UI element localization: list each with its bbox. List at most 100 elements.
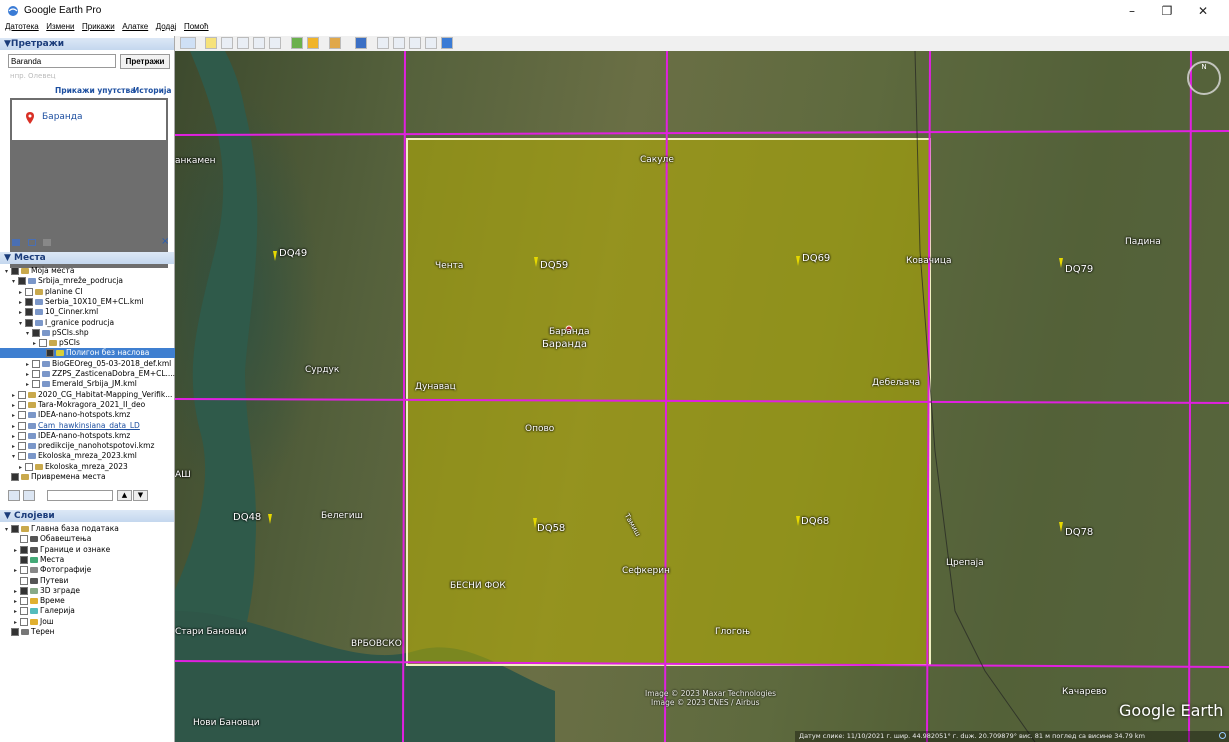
collapsed-arrow-icon[interactable]: ▸ (12, 401, 16, 409)
places-item[interactable]: ▾Ekoloska_mreza_2023.kml (0, 451, 186, 461)
checkbox[interactable] (25, 318, 33, 327)
checkbox[interactable] (18, 400, 26, 409)
layers-item[interactable]: Терен (0, 627, 179, 637)
places-item[interactable]: ▸ZZPS_ZasticenaDobra_EM+CL.... (0, 369, 200, 379)
layers-item[interactable]: ▾Главна база података (0, 524, 179, 534)
places-item[interactable]: ▸Ekoloska_mreza_2023 (0, 462, 193, 472)
checkbox[interactable] (20, 566, 28, 575)
layers-item[interactable]: ▸Још (0, 617, 188, 627)
collapsed-arrow-icon[interactable]: ▸ (26, 371, 30, 378)
places-header[interactable]: ▼ Места (0, 252, 174, 264)
pushpin-icon[interactable] (795, 256, 801, 266)
pushpin-icon[interactable] (267, 514, 273, 524)
menu-add[interactable]: Додај (155, 22, 177, 31)
close-button[interactable]: ✕ (1197, 4, 1209, 18)
expanded-arrow-icon[interactable]: ▾ (12, 278, 16, 286)
checkbox[interactable] (18, 452, 26, 461)
places-item[interactable]: ▸planine CI (0, 287, 193, 297)
search-places-icon[interactable] (8, 490, 20, 501)
print-icon[interactable] (43, 239, 51, 246)
search-button[interactable]: Претражи (120, 54, 170, 69)
map-view[interactable]: N DQ49 DQ59 DQ69 DQ79 DQ48 DQ58 DQ68 DQ7… (175, 51, 1229, 742)
collapsed-arrow-icon[interactable]: ▸ (26, 360, 30, 368)
collapsed-arrow-icon[interactable]: ▸ (12, 432, 16, 440)
places-item[interactable]: ▸Tara-Mokragora_2021_II_deo (0, 400, 186, 410)
expanded-arrow-icon[interactable]: ▾ (26, 329, 30, 337)
layers-item[interactable]: ▸Фотографије (0, 565, 188, 575)
checkbox[interactable] (39, 339, 47, 348)
places-item[interactable]: ▾I_granice podrucja (0, 318, 193, 328)
places-item[interactable]: ▸predikcije_nanohotspotovi.kmz (0, 441, 186, 451)
move-up-icon[interactable]: ▲ (117, 490, 132, 501)
checkbox[interactable] (46, 349, 54, 358)
checkbox[interactable] (18, 431, 26, 440)
checkbox[interactable] (18, 277, 26, 286)
image-overlay-icon[interactable] (253, 37, 265, 49)
checkbox[interactable] (11, 628, 19, 636)
menu-help[interactable]: Помоћ (183, 22, 209, 31)
history-link[interactable]: Историја (133, 86, 172, 95)
expanded-arrow-icon[interactable]: ▾ (5, 526, 9, 533)
layers-item[interactable]: ▸Време (0, 596, 188, 606)
collapsed-arrow-icon[interactable]: ▸ (12, 443, 16, 451)
pushpin-icon[interactable] (1058, 258, 1064, 268)
collapsed-arrow-icon[interactable]: ▸ (14, 608, 18, 616)
search-result-marker-icon[interactable] (565, 325, 573, 335)
checkbox[interactable] (25, 297, 33, 306)
collapsed-arrow-icon[interactable]: ▸ (14, 567, 18, 575)
view-in-maps-icon[interactable] (425, 37, 437, 49)
checkbox[interactable] (32, 328, 40, 337)
collapsed-arrow-icon[interactable]: ▸ (12, 391, 16, 399)
search-result-item[interactable]: Баранда (12, 100, 166, 140)
placemark-icon[interactable] (205, 37, 217, 49)
checkbox[interactable] (20, 545, 28, 554)
collapsed-arrow-icon[interactable]: ▸ (19, 463, 23, 471)
expanded-arrow-icon[interactable]: ▾ (19, 319, 23, 327)
checkbox[interactable] (11, 525, 19, 533)
path-icon[interactable] (237, 37, 249, 49)
planets-icon[interactable] (329, 37, 341, 49)
places-item[interactable]: Привремена места (0, 472, 179, 482)
layers-item[interactable]: ▸Галерија (0, 606, 188, 616)
search-input[interactable] (8, 54, 116, 68)
collapsed-arrow-icon[interactable]: ▸ (33, 340, 37, 348)
checkbox[interactable] (20, 617, 28, 626)
checkbox[interactable] (32, 380, 40, 389)
layers-item[interactable]: Путеви (0, 576, 188, 586)
compass-icon[interactable]: N (1185, 59, 1223, 97)
pushpin-icon[interactable] (1058, 522, 1064, 532)
directions-link[interactable]: Прикажи упутства (55, 86, 136, 95)
collapsed-arrow-icon[interactable]: ▸ (14, 587, 18, 595)
collapsed-arrow-icon[interactable]: ▸ (14, 598, 18, 606)
collapsed-arrow-icon[interactable]: ▸ (26, 381, 30, 389)
restore-button[interactable]: ❐ (1161, 4, 1173, 18)
places-item[interactable]: ▾Srbija_mreže_podrucja (0, 276, 186, 286)
menu-file[interactable]: Датотека (5, 22, 39, 31)
pushpin-icon[interactable] (795, 516, 801, 526)
checkbox[interactable] (25, 462, 33, 471)
collapsed-arrow-icon[interactable]: ▸ (12, 412, 16, 420)
menu-view[interactable]: Прикажи (82, 22, 115, 31)
checkbox[interactable] (18, 442, 26, 451)
checkbox[interactable] (20, 607, 28, 616)
places-item[interactable]: ▾pSCIs.shp (0, 328, 200, 338)
collapsed-arrow-icon[interactable]: ▸ (12, 422, 16, 430)
search-header[interactable]: ▼Претражи (0, 38, 174, 50)
checkbox[interactable] (11, 267, 19, 275)
layers-item[interactable]: Места (0, 555, 188, 565)
places-item[interactable]: ▸pSCIs (0, 338, 207, 348)
layers-item[interactable]: ▸3D зграде (0, 586, 188, 596)
places-item[interactable]: ▸IDEA-nano-hotspots.kmz (0, 410, 186, 420)
expanded-arrow-icon[interactable]: ▾ (12, 453, 16, 461)
checkbox[interactable] (11, 473, 19, 481)
checkbox[interactable] (18, 411, 26, 420)
earth-icon[interactable] (441, 37, 453, 49)
checkbox[interactable] (20, 555, 28, 564)
checkbox[interactable] (32, 370, 40, 378)
menu-tools[interactable]: Алатке (122, 22, 149, 31)
checkbox[interactable] (32, 359, 40, 368)
collapsed-arrow-icon[interactable]: ▸ (14, 618, 18, 626)
pushpin-icon[interactable] (532, 518, 538, 528)
checkbox[interactable] (20, 586, 28, 595)
places-item[interactable]: ▸Cam_hawkinsiana_data_LD (0, 421, 186, 431)
